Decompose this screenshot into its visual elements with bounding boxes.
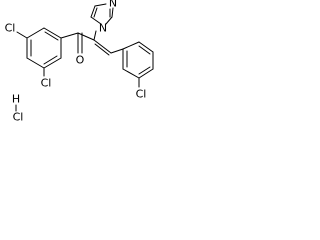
molecule-structure: Cl Cl O N N Cl H Cl	[5, 0, 154, 124]
bond	[26, 57, 45, 69]
bond	[138, 68, 154, 79]
bond	[111, 7, 114, 18]
chlorophenyl-ring	[122, 41, 154, 88]
bond	[90, 5, 96, 18]
chlorine-label: Cl	[41, 77, 52, 90]
bond	[122, 68, 140, 79]
bond	[43, 55, 58, 65]
bond	[94, 43, 110, 56]
bond	[93, 39, 112, 54]
bond	[105, 16, 113, 25]
chlorine-label: Cl	[136, 88, 147, 101]
oxygen-label: O	[76, 54, 85, 67]
nitrogen-label: N	[99, 22, 107, 35]
bond	[16, 31, 28, 39]
bond	[43, 27, 62, 39]
bond	[122, 41, 140, 50]
bond	[77, 32, 95, 41]
ketone-group	[77, 32, 95, 54]
bond	[43, 57, 62, 69]
bond	[138, 66, 151, 75]
chlorine-label: Cl	[13, 111, 24, 124]
imidazole-ring	[90, 3, 114, 25]
bond	[60, 32, 79, 39]
vinyl-linkage	[93, 30, 124, 56]
bond	[94, 3, 107, 7]
dichlorophenyl-ring	[16, 27, 79, 77]
bond	[44, 31, 59, 41]
bond	[110, 48, 124, 54]
bond	[90, 16, 102, 25]
bond	[138, 45, 151, 55]
bond	[93, 7, 98, 18]
chlorine-label: Cl	[5, 22, 16, 35]
hydrogen-label: H	[12, 93, 20, 106]
bond	[93, 30, 97, 41]
bond	[26, 27, 45, 39]
nitrogen-label: N	[109, 0, 117, 10]
bond	[138, 41, 154, 53]
